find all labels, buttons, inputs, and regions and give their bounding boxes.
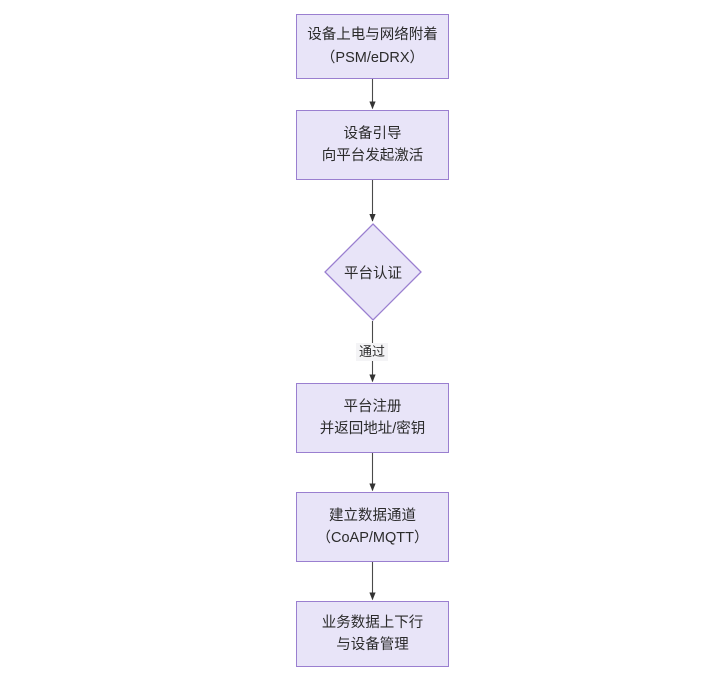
node-power-on-line1: 设备上电与网络附着: [307, 27, 438, 44]
diamond-shape: [324, 223, 422, 321]
node-platform-register-line1: 平台注册: [343, 398, 402, 415]
node-platform-auth-label: 平台认证: [344, 265, 402, 282]
node-platform-register[interactable]: 平台注册 并返回地址/密钥: [296, 383, 449, 453]
node-data-channel-line2: （CoAP/MQTT）: [316, 530, 429, 546]
node-bootstrap[interactable]: 设备引导 向平台发起激活: [296, 110, 449, 180]
node-data-channel-line1: 建立数据通道: [329, 507, 416, 524]
edge-label-pass: 通过: [355, 343, 389, 362]
node-platform-register-line2: 并返回地址/密钥: [319, 421, 426, 437]
node-bootstrap-line2: 向平台发起激活: [321, 148, 424, 164]
node-platform-auth[interactable]: 平台认证: [324, 223, 422, 321]
node-bootstrap-line1: 设备引导: [343, 125, 402, 142]
node-power-on-line2: （PSM/eDRX）: [320, 49, 425, 66]
node-business-data-line2: 与设备管理: [336, 637, 409, 653]
node-business-data[interactable]: 业务数据上下行 与设备管理: [296, 601, 449, 667]
node-business-data-line1: 业务数据上下行: [321, 614, 424, 631]
node-power-on[interactable]: 设备上电与网络附着 （PSM/eDRX）: [296, 14, 449, 79]
node-data-channel[interactable]: 建立数据通道 （CoAP/MQTT）: [296, 492, 449, 562]
